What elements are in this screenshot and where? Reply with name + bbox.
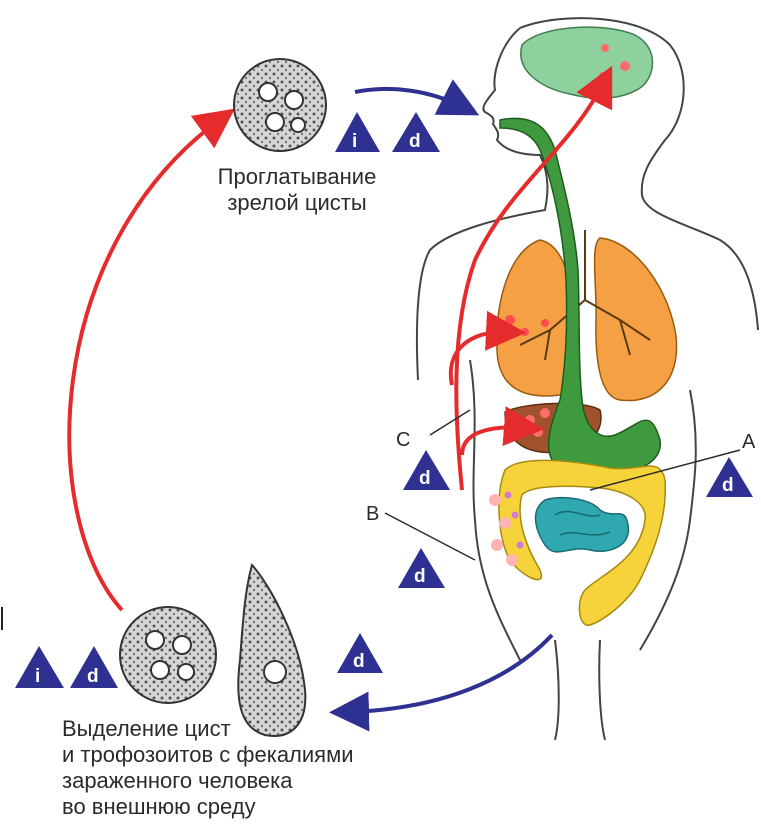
route-label-c: C xyxy=(396,429,410,451)
marker-diagnostic-trophozoite: d xyxy=(337,633,383,673)
excretion-arrow xyxy=(345,635,552,712)
infective-cycle-arrow xyxy=(69,118,222,610)
excretion-caption-line1: Выделение цист xyxy=(62,716,354,742)
small-intestine xyxy=(536,498,629,552)
brain-lesion xyxy=(601,44,609,52)
marker-diagnostic-top-label: d xyxy=(409,131,421,152)
marker-diagnostic-bottom: d xyxy=(70,646,118,688)
liver-lesion xyxy=(533,427,543,437)
marker-diagnostic-b: d xyxy=(398,548,445,588)
excretion-caption: Выделение цист и трофозоитов с фекалиями… xyxy=(62,716,354,820)
excretion-caption-line4: во внешнюю среду xyxy=(62,794,354,820)
marker-diagnostic-top: d xyxy=(392,112,440,152)
marker-diagnostic-bottom-label: d xyxy=(87,666,99,687)
marker-diagnostic-c: d xyxy=(403,450,450,490)
lung-lesion xyxy=(541,319,549,327)
marker-infective-bottom-label: i xyxy=(35,666,40,687)
marker-diagnostic-a-label: d xyxy=(722,475,734,496)
ingestion-arrow xyxy=(355,89,465,108)
marker-infective-top-label: i xyxy=(352,131,357,152)
route-label-b: B xyxy=(366,503,379,525)
marker-diagnostic-trophozoite-label: d xyxy=(353,651,365,672)
excretion-caption-line2: и трофозоитов с фекалиями xyxy=(62,742,354,768)
excretion-caption-line3: зараженного человека xyxy=(62,768,354,794)
lung-lesion xyxy=(505,315,515,325)
right-lung xyxy=(595,238,677,401)
marker-infective-top: i xyxy=(335,112,380,152)
human-body-outline xyxy=(417,18,758,740)
ingestion-caption-line1: Проглатывание xyxy=(205,164,389,190)
marker-diagnostic-b-label: d xyxy=(414,566,426,587)
liver-lesion xyxy=(525,415,535,425)
ingestion-caption: Проглатывание зрелой цисты xyxy=(205,164,389,216)
marker-diagnostic-a: d xyxy=(706,457,753,497)
marker-infective-bottom: i xyxy=(15,646,64,688)
trophozoite xyxy=(238,565,305,736)
brain-organ xyxy=(521,27,653,98)
excreted-cyst xyxy=(120,607,216,703)
brain-lesion xyxy=(620,61,630,71)
lung-lesion xyxy=(521,328,529,336)
route-label-a: A xyxy=(742,431,756,453)
liver-lesion xyxy=(540,408,550,418)
ingestion-caption-line2: зрелой цисты xyxy=(205,190,389,216)
marker-diagnostic-c-label: d xyxy=(419,468,431,489)
brain-lesion xyxy=(599,72,607,80)
mature-cyst-ingested xyxy=(234,59,326,151)
